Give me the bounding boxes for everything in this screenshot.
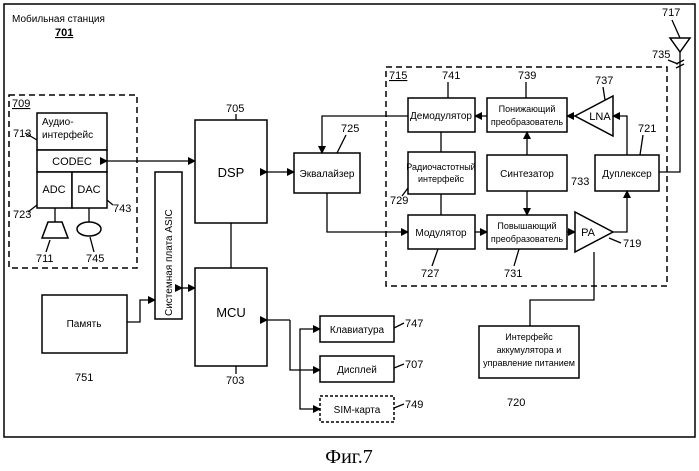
rf-interface-ref: 729 <box>390 195 408 207</box>
duplexer-ref: 721 <box>638 123 656 135</box>
duplexer-label: Дуплексер <box>602 169 652 180</box>
modulator-label: Модулятор <box>415 228 467 239</box>
sim-card-label: SIM-карта <box>334 405 381 416</box>
microphone-icon <box>77 222 101 236</box>
up-converter-label-1: Повышающий <box>497 221 556 231</box>
rf-interface-block <box>408 152 475 194</box>
mic-ref: 745 <box>86 253 104 265</box>
memory-label: Память <box>67 319 102 330</box>
asic-board-label: Системная плата ASIC <box>164 209 175 316</box>
display-ref: 707 <box>405 359 423 371</box>
speaker-ref: 711 <box>36 253 54 265</box>
display-label: Дисплей <box>337 365 377 376</box>
mcu-ref: 703 <box>226 375 244 387</box>
down-converter-ref: 739 <box>518 70 536 82</box>
figure-caption: Фиг.7 <box>325 446 372 468</box>
keyboard-ref: 747 <box>405 318 423 330</box>
mcu-label: MCU <box>216 305 246 320</box>
audio-interface-label-1: Аудио- <box>42 117 74 128</box>
pa-label: PA <box>581 227 596 239</box>
lna-ref: 737 <box>595 75 613 87</box>
battery-interface-label-3: управление питанием <box>483 358 575 368</box>
lna-label: LNA <box>589 111 611 123</box>
dac-ref: 743 <box>113 203 131 215</box>
memory-ref: 751 <box>75 372 93 384</box>
rf-group-ref: 715 <box>389 70 407 82</box>
dsp-label: DSP <box>218 165 245 180</box>
battery-interface-label-1: Интерфейс <box>505 332 553 342</box>
up-converter-label-2: преобразователь <box>491 234 563 244</box>
synthesizer-ref: 733 <box>571 176 589 188</box>
codec-label: CODEC <box>52 156 92 168</box>
antenna-icon <box>670 38 690 52</box>
dac-label: DAC <box>77 184 100 196</box>
battery-interface-label-2: аккумулятора и <box>497 345 562 355</box>
modulator-ref: 727 <box>421 268 439 280</box>
up-converter-ref: 731 <box>504 268 522 280</box>
equalizer-ref: 725 <box>341 123 359 135</box>
battery-interface-ref: 720 <box>507 397 525 409</box>
down-converter-label-2: преобразователь <box>491 117 563 127</box>
audio-interface-ref: 713 <box>13 128 31 140</box>
demodulator-ref: 741 <box>442 70 460 82</box>
rf-interface-label-1: Радиочастотный <box>406 162 475 172</box>
pa-ref: 719 <box>623 238 641 250</box>
antenna-line-ref: 735 <box>652 49 670 61</box>
antenna-ref: 717 <box>662 7 680 19</box>
station-ref: 701 <box>55 27 73 39</box>
adc-label: ADC <box>42 184 65 196</box>
speaker-icon <box>42 222 68 238</box>
dsp-ref: 705 <box>226 103 244 115</box>
down-converter-label-1: Понижающий <box>499 104 556 114</box>
rf-interface-label-2: интерфейс <box>418 174 464 184</box>
equalizer-label: Эквалайзер <box>300 169 355 180</box>
synthesizer-label: Синтезатор <box>500 169 554 180</box>
keyboard-label: Клавиатура <box>330 325 385 336</box>
demodulator-label: Демодулятор <box>410 111 472 122</box>
audio-interface-label-2: интерфейс <box>42 129 93 141</box>
sim-card-ref: 749 <box>405 399 423 411</box>
station-title: Мобильная станция <box>12 13 105 25</box>
audio-group-ref: 709 <box>12 98 30 110</box>
